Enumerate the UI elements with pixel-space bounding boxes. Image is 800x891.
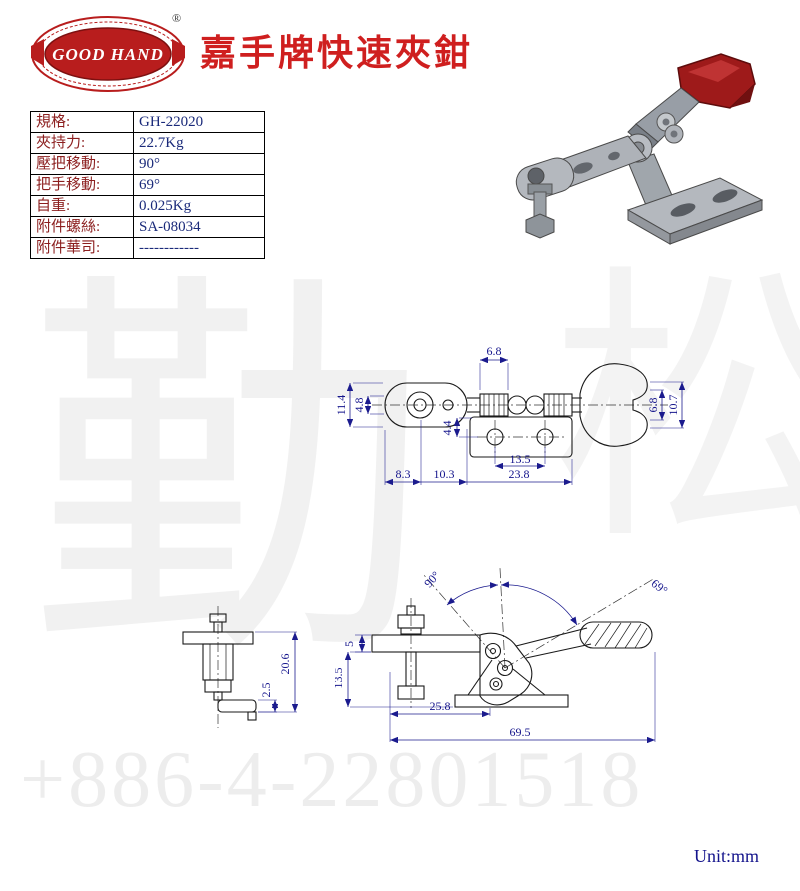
dim-label: 10.7	[666, 395, 680, 416]
spec-row: 規格: GH-22020	[30, 111, 265, 133]
logo-ribbon-right	[172, 39, 185, 66]
spec-value: 69°	[133, 174, 265, 196]
unit-label: Unit:mm	[694, 846, 760, 866]
dim-label: 69.5	[510, 725, 531, 739]
page-title: 嘉手牌快速夾鉗	[200, 33, 474, 73]
spec-value: GH-22020	[133, 111, 265, 133]
top-view-drawing: 6.8 11.4 4.8 4.4 13.5	[334, 344, 686, 486]
spec-value: 90°	[133, 153, 265, 175]
spec-label: 附件螺絲:	[30, 216, 134, 238]
spec-row: 壓把移動: 90°	[30, 153, 265, 175]
dim-label: 5	[342, 641, 356, 647]
dim-label: 13.5	[510, 452, 531, 466]
dim-label: 69°	[649, 576, 671, 597]
spec-value: ------------	[133, 237, 265, 259]
dim-label: 90°	[421, 568, 443, 590]
spec-label: 附件華司:	[30, 237, 134, 259]
spec-label: 夾持力:	[30, 132, 134, 154]
dim-label: 25.8	[430, 699, 451, 713]
side-view-centerlines	[410, 567, 656, 708]
spec-label: 規格:	[30, 111, 134, 133]
spec-label: 把手移動:	[30, 174, 134, 196]
dim-label: 20.6	[278, 654, 292, 675]
spec-row: 附件螺絲: SA-08034	[30, 216, 265, 238]
dim-label: 23.8	[509, 467, 530, 481]
spec-row: 把手移動: 69°	[30, 174, 265, 196]
top-view-centerlines	[372, 404, 668, 454]
brand-name: GOOD HAND	[52, 45, 163, 64]
dim-label: 11.4	[334, 395, 348, 416]
front-view-geometry	[182, 613, 257, 721]
dim-label: 8.3	[396, 467, 411, 481]
spec-label: 自重:	[30, 195, 134, 217]
spec-label: 壓把移動:	[30, 153, 134, 175]
side-view-drawing: 90° 69° 5 13.5 25.8 69.5	[335, 567, 671, 744]
dim-label: 6.8	[646, 398, 660, 413]
dim-label: 6.8	[487, 344, 502, 358]
front-view-drawing: 2.5 20.6	[182, 606, 299, 728]
dim-label: 2.5	[259, 683, 273, 698]
spec-value: 0.025Kg	[133, 195, 265, 217]
dim-label: 13.5	[335, 668, 345, 689]
top-view-geometry	[384, 363, 648, 458]
logo-ribbon-left	[31, 39, 44, 66]
spec-value: 22.7Kg	[133, 132, 265, 154]
side-view-dimensions: 90° 69° 5 13.5 25.8 69.5	[335, 568, 671, 744]
registered-trademark-icon: ®	[172, 11, 181, 25]
spec-table: 規格: GH-22020 夾持力: 22.7Kg 壓把移動: 90° 把手移動:…	[30, 111, 265, 259]
spec-row: 自重: 0.025Kg	[30, 195, 265, 217]
dim-label: 4.8	[352, 398, 366, 413]
brand-logo: GOOD HAND ®	[31, 11, 185, 92]
product-render-3d	[515, 53, 764, 245]
clamp-base	[626, 177, 764, 245]
front-view-dimensions: 2.5 20.6	[255, 631, 299, 713]
dim-label: 10.3	[434, 467, 455, 481]
dim-label: 4.4	[440, 421, 454, 436]
clamp-spindle-bolt	[515, 157, 575, 239]
side-view-geometry	[371, 605, 653, 708]
spec-value: SA-08034	[133, 216, 265, 238]
spec-row: 附件華司: ------------	[30, 237, 265, 259]
top-view-dimensions: 6.8 11.4 4.8 4.4 13.5	[334, 344, 686, 486]
spec-row: 夾持力: 22.7Kg	[30, 132, 265, 154]
